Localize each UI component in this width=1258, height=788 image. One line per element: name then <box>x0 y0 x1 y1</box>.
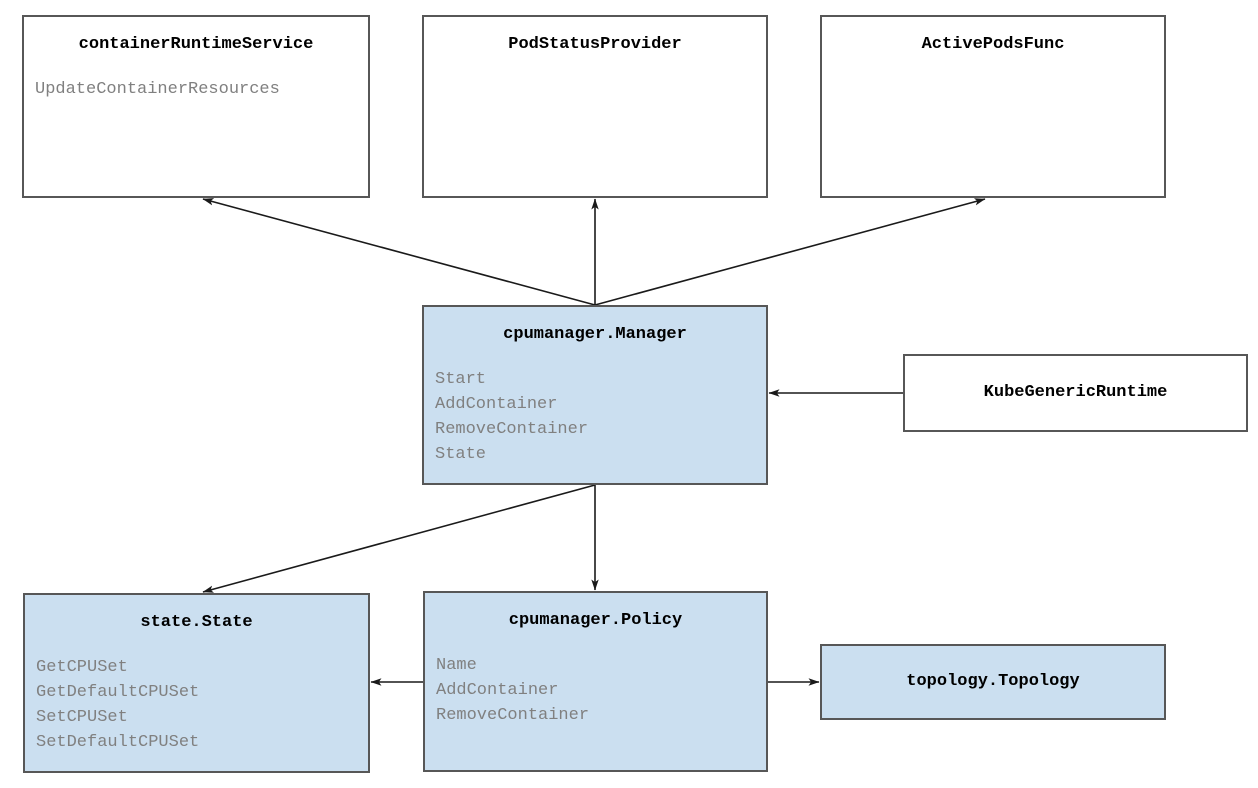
node-kubeGenericRuntime[interactable]: KubeGenericRuntime <box>903 354 1248 432</box>
node-member: GetDefaultCPUSet <box>36 683 200 702</box>
node-title: ActivePodsFunc <box>921 35 1065 54</box>
node-topologyTopology[interactable]: topology.Topology <box>820 644 1166 720</box>
node-member: RemoveContainer <box>435 420 589 439</box>
node-member-list: UpdateContainerResources <box>24 77 368 102</box>
node-title: topology.Topology <box>906 672 1080 691</box>
node-title: KubeGenericRuntime <box>983 383 1168 402</box>
node-title: cpumanager.Policy <box>508 611 683 630</box>
edge-manager-to-stateState <box>202 484 596 593</box>
node-member: SetDefaultCPUSet <box>36 733 200 752</box>
node-member: State <box>435 445 487 464</box>
node-member: Name <box>436 656 477 675</box>
node-title: state.State <box>140 613 253 632</box>
edge-manager-to-activePodsFunc <box>594 198 986 306</box>
node-activePodsFunc[interactable]: ActivePodsFunc <box>820 15 1166 198</box>
node-member: GetCPUSet <box>36 658 128 677</box>
node-member: SetCPUSet <box>36 708 128 727</box>
node-member: AddContainer <box>436 681 559 700</box>
node-member: AddContainer <box>435 395 558 414</box>
node-title: containerRuntimeService <box>78 35 314 54</box>
node-podStatusProvider[interactable]: PodStatusProvider <box>422 15 768 198</box>
node-title: PodStatusProvider <box>508 35 682 54</box>
node-member: RemoveContainer <box>436 706 590 725</box>
edge-manager-to-containerRuntimeService <box>202 198 596 306</box>
node-member: Start <box>435 370 487 389</box>
node-member: UpdateContainerResources <box>35 80 280 99</box>
node-title: cpumanager.Manager <box>503 325 687 344</box>
